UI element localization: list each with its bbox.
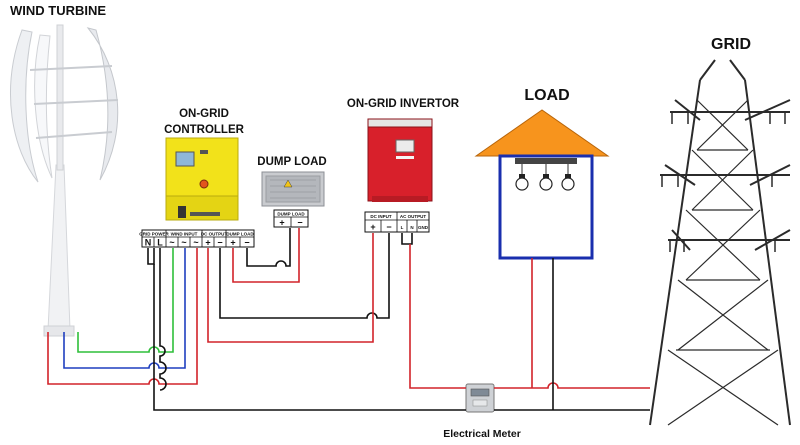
controller-unit <box>165 137 239 221</box>
wiring <box>47 228 650 411</box>
wire-black-controller-l <box>159 248 167 391</box>
wire-red-meter-to-grid <box>494 382 650 389</box>
controller-pin-dump-plus: + <box>230 238 235 248</box>
electrical-meter-label: Electrical Meter <box>443 428 521 440</box>
inverter-pin-dc-plus: + <box>370 222 375 232</box>
wire-black-controller-n <box>147 248 155 265</box>
inverter-pin-dc-minus: − <box>386 222 391 232</box>
wire-blue-wind-input <box>63 248 186 369</box>
load-label: LOAD <box>524 87 569 104</box>
inverter-pin-ac-n: N <box>410 225 413 230</box>
wire-red-dump-plus <box>232 228 300 283</box>
controller-group-dump-load: DUMP LOAD <box>226 232 254 237</box>
inverter-label: ON-GRID INVERTOR <box>347 98 460 110</box>
grid-label: GRID <box>711 36 751 53</box>
inverter-ac-output-title: AC OUTPUT <box>400 214 426 219</box>
inverter-pin-ac-gnd: GND <box>418 225 429 230</box>
dump-load-unit <box>261 171 325 207</box>
inverter-dc-input-title: DC INPUT <box>370 214 392 219</box>
load-house-illustration <box>474 109 610 260</box>
controller-pin-l: L <box>157 238 163 248</box>
dump-load-terminal-block: DUMP LOAD + − <box>273 209 309 228</box>
controller-pin-dc-minus: − <box>217 238 222 248</box>
inverter-pin-ac-l: L <box>401 225 404 230</box>
wind-turbine-illustration <box>10 24 119 337</box>
wire-red-dc-plus <box>207 233 374 343</box>
grid-pylon-illustration <box>649 59 791 426</box>
electrical-meter <box>465 383 495 413</box>
dump-load-pin-minus: − <box>297 218 302 228</box>
wind-turbine-label: WIND TURBINE <box>10 3 106 18</box>
controller-group-wind-input: WIND INPUT <box>171 232 198 237</box>
wire-green-wind-input <box>77 248 174 353</box>
wire-black-controller-neutral-bus <box>153 264 466 411</box>
inverter-unit <box>367 118 433 202</box>
controller-terminal-block: GRID POWER WIND INPUT DC OUTPUT DUMP LOA… <box>139 229 255 248</box>
wire-black-ac-loop <box>401 233 413 245</box>
inverter-terminal-block: DC INPUT AC OUTPUT + − L N GND <box>364 211 430 233</box>
controller-group-grid-power: GRID POWER <box>139 232 169 237</box>
wire-red-ac-live <box>409 244 466 389</box>
controller-pin-wind-2: ~ <box>181 238 186 248</box>
controller-pin-dc-plus: + <box>205 238 210 248</box>
controller-label-line1: ON-GRID <box>179 108 229 120</box>
dump-load-label: DUMP LOAD <box>257 156 326 168</box>
dump-load-pin-plus: + <box>279 218 284 228</box>
controller-pin-n: N <box>145 238 152 248</box>
controller-pin-dump-minus: − <box>244 238 249 248</box>
controller-pin-wind-1: ~ <box>169 238 174 248</box>
wire-red-wind-input <box>47 248 198 385</box>
controller-pin-wind-3: ~ <box>193 238 198 248</box>
controller-group-dc-output: DC OUTPUT <box>201 232 227 237</box>
wire-black-dc-minus <box>219 233 390 319</box>
controller-label-line2: CONTROLLER <box>164 124 245 136</box>
wire-black-dump-minus <box>246 228 291 267</box>
dump-load-terminal-title: DUMP LOAD <box>277 212 305 217</box>
